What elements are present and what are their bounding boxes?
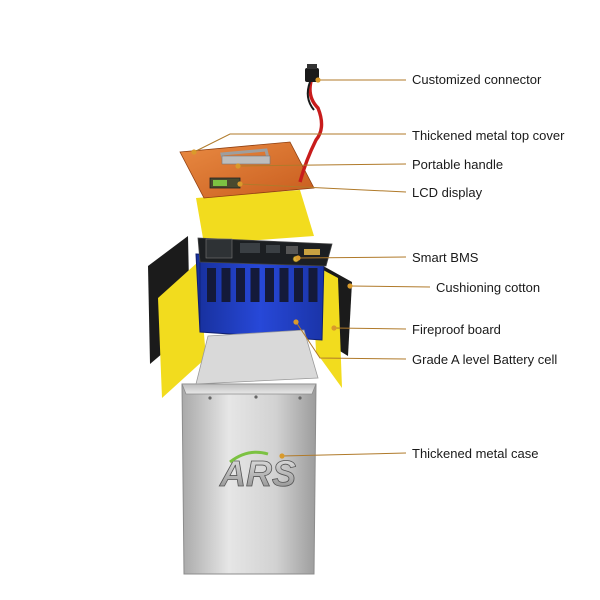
leader-top-cover [193,133,406,153]
cell-terminal [207,268,216,302]
leader-lcd-dot [237,181,243,187]
leader-handle-dot [235,163,241,169]
portable-handle [220,148,271,165]
leader-fireproof-dot [331,325,337,331]
leader-handle [237,163,407,167]
label-fireproof-board: Fireproof board [412,322,501,337]
cell-terminal [250,268,260,302]
ars-logo-text: ARS [219,453,296,494]
label-lcd-display: LCD display [412,185,483,200]
leader-case-dot [279,453,285,459]
leader-top-cover-dot [191,149,197,155]
leader-bms-dot [295,255,301,261]
leader-lcd [239,183,407,193]
label-metal-case: Thickened metal case [412,446,539,461]
cell-terminal [236,268,245,302]
metal-case [181,383,317,575]
leader-cushioning-dot [347,283,353,289]
label-cushioning-cotton: Cushioning cotton [436,280,541,295]
leader-lines [191,77,431,459]
label-portable-handle: Portable handle [412,157,504,172]
logo-swoosh [229,450,269,464]
lcd-display [209,177,241,189]
label-customized-connector: Customized connector [412,72,542,87]
label-battery-cell: Grade A level Battery cell [412,352,558,367]
cell-terminal [279,268,289,302]
cell-terminal [265,268,274,302]
cell-terminal [294,268,303,302]
leader-cells [295,321,407,360]
leader-fireproof [333,327,407,330]
smart-bms-board [197,237,333,267]
cell-terminals [207,268,318,302]
cell-terminal [308,268,318,302]
leader-connector-dot [315,77,321,83]
cell-terminal [221,268,231,302]
metal-liner-panel [195,329,319,385]
customized-connector [298,64,324,183]
label-smart-bms: Smart BMS [412,250,479,265]
leader-case [281,452,407,457]
label-top-cover: Thickened metal top cover [412,128,565,143]
leader-bms [297,256,407,259]
fireproof-board-left [158,262,206,398]
ars-logo: ARS [219,450,296,494]
leader-cushioning [349,285,431,288]
fireproof-board-back [196,190,314,244]
leader-cells-dot [293,319,299,325]
